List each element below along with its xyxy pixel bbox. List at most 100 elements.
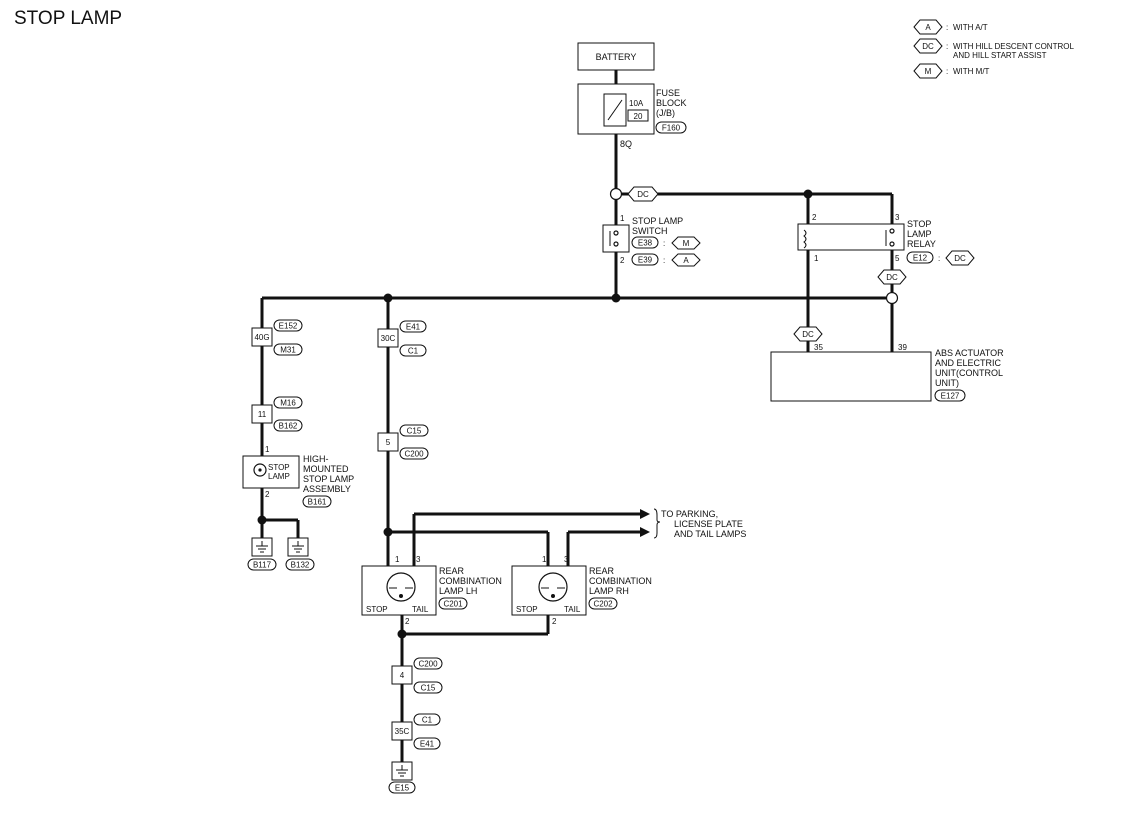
rear-combination-lamp-lh: 1 3 2 STOP TAIL REAR COMBINATION LAMP LH…	[361, 555, 502, 626]
svg-text:E41: E41	[406, 323, 421, 332]
switch-variant-m: M	[683, 239, 690, 248]
fuse-conn-tag	[655, 121, 687, 134]
abs-label-3: UNIT(CONTROL	[935, 368, 1003, 378]
relay-sep: :	[938, 254, 940, 263]
svg-text:2: 2	[552, 617, 557, 626]
battery-label: BATTERY	[596, 52, 637, 62]
relay-label-3: RELAY	[907, 239, 936, 249]
switch-label-2: SWITCH	[632, 226, 668, 236]
fuse-number-box	[627, 109, 649, 122]
legend-text-m: WITH M/T	[953, 67, 990, 76]
joint-connector-4: 4 C200 C15	[391, 657, 443, 694]
hmsl-conn: B161	[308, 498, 327, 507]
stop-lamp-switch	[602, 224, 630, 253]
abs-actuator-unit	[770, 351, 932, 402]
svg-text:C202: C202	[593, 600, 613, 609]
arrow-parking-2-icon	[640, 527, 650, 537]
abs-pin-35: 35	[814, 343, 823, 352]
legend-code-m: M	[925, 67, 932, 76]
legend-sep-dc: :	[946, 42, 948, 51]
legend-sep-a: :	[946, 23, 948, 32]
hmsl-label-2: MOUNTED	[303, 464, 349, 474]
svg-text:C200: C200	[404, 450, 424, 459]
svg-text:LAMP LH: LAMP LH	[439, 586, 477, 596]
svg-text:REAR: REAR	[439, 566, 465, 576]
legend-sep-m: :	[946, 67, 948, 76]
svg-text:TAIL: TAIL	[412, 605, 429, 614]
svg-text:REAR: REAR	[589, 566, 615, 576]
svg-text:STOP: STOP	[366, 605, 388, 614]
svg-text:E15: E15	[395, 784, 410, 793]
svg-text:B162: B162	[279, 422, 298, 431]
svg-text:3: 3	[416, 555, 421, 564]
legend-text-dc-1: WITH HILL DESCENT CONTROL	[953, 42, 1074, 51]
switch-pin-1: 1	[620, 214, 625, 223]
svg-text:M16: M16	[280, 399, 296, 408]
svg-text:M31: M31	[280, 346, 296, 355]
svg-text:E152: E152	[279, 322, 298, 331]
relay-variant-dc: DC	[954, 254, 966, 263]
svg-text:11: 11	[258, 410, 267, 419]
joint-connector-5: 5 C15 C200	[377, 424, 429, 460]
switch-conn-e38: E38	[638, 239, 653, 248]
legend: A : WITH A/T DC : WITH HILL DESCENT CONT…	[913, 19, 1074, 79]
fuse-number: 20	[634, 112, 643, 121]
switch-variant-a: A	[683, 256, 689, 265]
legend-tag-m	[913, 63, 943, 79]
arrow-parking-1-icon	[640, 509, 650, 519]
legend-text-dc-2: AND HILL START ASSIST	[953, 51, 1047, 60]
relay-label-2: LAMP	[907, 229, 932, 239]
fuse-label-2: BLOCK	[656, 98, 687, 108]
svg-text:STOP: STOP	[268, 463, 290, 472]
hmsl-label-3: STOP LAMP	[303, 474, 354, 484]
legend-code-a: A	[925, 23, 931, 32]
dc-tag	[627, 186, 659, 202]
rear-combination-lamp-rh: 1 3 2 STOP TAIL REAR COMBINATION LAMP RH…	[511, 555, 652, 626]
joint-connector-35c: 35C C1 E41	[391, 713, 441, 750]
fuse-amp: 10A	[629, 99, 644, 108]
svg-text:C201: C201	[443, 600, 463, 609]
diagram-title: STOP LAMP	[14, 8, 122, 29]
open-junction	[609, 187, 623, 201]
junction-dot	[383, 527, 393, 537]
fuse-label-3: (J/B)	[656, 108, 675, 118]
svg-text:35C: 35C	[395, 727, 410, 736]
svg-text:1: 1	[395, 555, 400, 564]
dc-tag	[793, 326, 823, 342]
ground-e15-icon: E15	[388, 761, 416, 794]
svg-text:C200: C200	[418, 660, 438, 669]
ground-b132-icon: B132	[285, 537, 315, 571]
fuse-label-1: FUSE	[656, 88, 680, 98]
switch-conn-e39: E39	[638, 256, 653, 265]
svg-text:4: 4	[400, 671, 405, 680]
dc-tag-label: DC	[637, 190, 649, 199]
svg-text:DC: DC	[802, 330, 814, 339]
svg-text:40G: 40G	[254, 333, 269, 342]
svg-text:COMBINATION: COMBINATION	[439, 576, 502, 586]
relay-pin-1: 1	[814, 254, 819, 263]
switch-pin-2: 2	[620, 256, 625, 265]
svg-text:C1: C1	[408, 347, 419, 356]
svg-text:COMBINATION: COMBINATION	[589, 576, 652, 586]
fuse-terminal: 8Q	[620, 139, 632, 149]
legend-tag-dc	[913, 38, 943, 54]
svg-text:B117: B117	[253, 561, 272, 570]
svg-text:1: 1	[542, 555, 547, 564]
high-mounted-stop-lamp	[242, 455, 300, 489]
relay-conn: E12	[913, 254, 928, 263]
abs-pin-39: 39	[898, 343, 907, 352]
relay-label-1: STOP	[907, 219, 931, 229]
svg-text:3: 3	[564, 555, 569, 564]
svg-text:E41: E41	[420, 740, 435, 749]
svg-text:C15: C15	[421, 684, 436, 693]
battery-box	[577, 42, 655, 71]
abs-label-1: ABS ACTUATOR	[935, 348, 1004, 358]
legend-tag-a	[913, 19, 943, 35]
parking-brace	[653, 508, 661, 539]
svg-text:5: 5	[386, 438, 391, 447]
svg-text:30C: 30C	[381, 334, 396, 343]
open-junction	[885, 291, 899, 305]
dc-tag	[877, 269, 907, 285]
abs-label-4: UNIT)	[935, 378, 959, 388]
